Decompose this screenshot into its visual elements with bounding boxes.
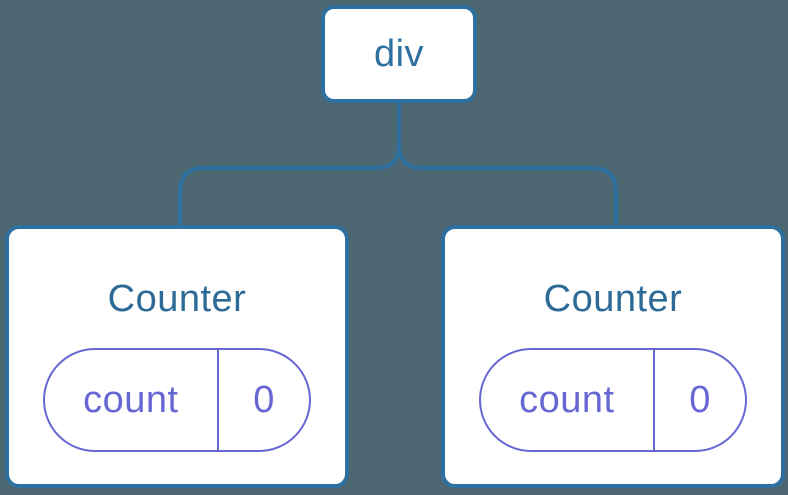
state-value-section: 0 (219, 350, 309, 450)
state-pill: count 0 (43, 348, 311, 452)
state-value-section: 0 (655, 350, 745, 450)
counter-node-title: Counter (543, 278, 683, 320)
root-node-label: div (373, 33, 425, 75)
counter-node-title: Counter (107, 278, 247, 320)
state-pill: count 0 (479, 348, 747, 452)
pill-divider (216, 350, 220, 450)
state-value-label: 0 (689, 378, 711, 421)
state-key-section: count (45, 350, 217, 450)
state-key-label: count (83, 378, 179, 421)
counter-node-right: Counter count 0 (441, 225, 785, 488)
state-key-section: count (481, 350, 653, 450)
state-value-label: 0 (253, 378, 275, 421)
connector-root-to-left-child (178, 100, 401, 228)
pill-divider (652, 350, 656, 450)
state-key-label: count (519, 378, 615, 421)
root-node-div: div (321, 5, 477, 103)
counter-node-left: Counter count 0 (5, 225, 349, 488)
connector-root-to-right-child (397, 100, 618, 228)
